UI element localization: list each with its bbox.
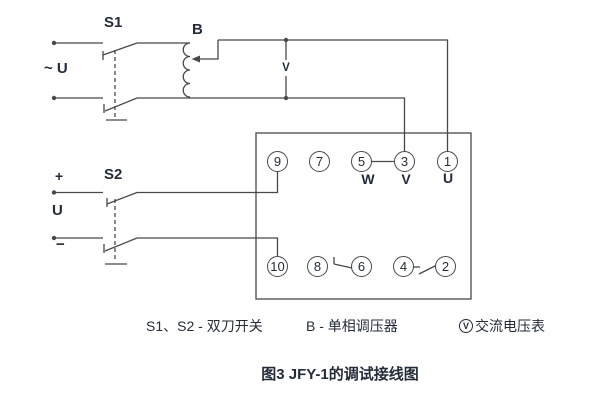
terminal-3: 3 <box>394 151 415 172</box>
figure-caption: 图3 JFY-1的调试接线图 <box>261 366 419 383</box>
variac-symbol <box>137 40 219 98</box>
terminal-6: 6 <box>351 256 372 277</box>
phase-label-u: U <box>442 170 454 186</box>
contact-8-6 <box>333 257 353 269</box>
terminal-1: 1 <box>437 151 458 172</box>
voltmeter-circle-icon: V <box>459 319 473 333</box>
voltmeter-circle-letter: V <box>462 321 469 331</box>
legend-transformer-text: B - 单相调压器 <box>306 318 398 334</box>
terminal-9: 9 <box>267 151 288 172</box>
voltmeter-symbol <box>278 37 294 101</box>
legend-transformer: B - 单相调压器 <box>306 316 398 336</box>
terminal-4: 4 <box>393 256 414 277</box>
terminal-5: 5 <box>351 151 372 172</box>
s1-switch-symbol <box>51 40 138 121</box>
voltmeter-letter: V <box>282 62 290 74</box>
legend-switches: S1、S2 - 双刀开关 <box>146 316 263 336</box>
terminal-8: 8 <box>307 256 328 277</box>
terminal-2: 2 <box>435 256 456 277</box>
legend-switches-text: S1、S2 - 双刀开关 <box>146 318 263 334</box>
s2-switch-symbol <box>51 190 138 265</box>
dc-minus-label: − <box>56 236 65 253</box>
s1-label: S1 <box>104 14 123 31</box>
terminal-10: 10 <box>267 256 288 277</box>
dc-source-label: U <box>52 202 63 219</box>
terminal-box <box>255 132 472 300</box>
legend-voltmeter-text: 交流电压表 <box>475 318 545 334</box>
phase-label-w: W <box>361 171 375 187</box>
terminal-7: 7 <box>309 151 330 172</box>
legend-voltmeter: V 交流电压表 <box>459 316 545 336</box>
wires <box>137 39 449 256</box>
variac-label: B <box>192 21 203 38</box>
phase-label-v: V <box>401 171 411 187</box>
ac-source-label: ~ U <box>44 60 68 77</box>
dc-plus-label: + <box>55 168 64 184</box>
s2-label: S2 <box>104 166 123 183</box>
